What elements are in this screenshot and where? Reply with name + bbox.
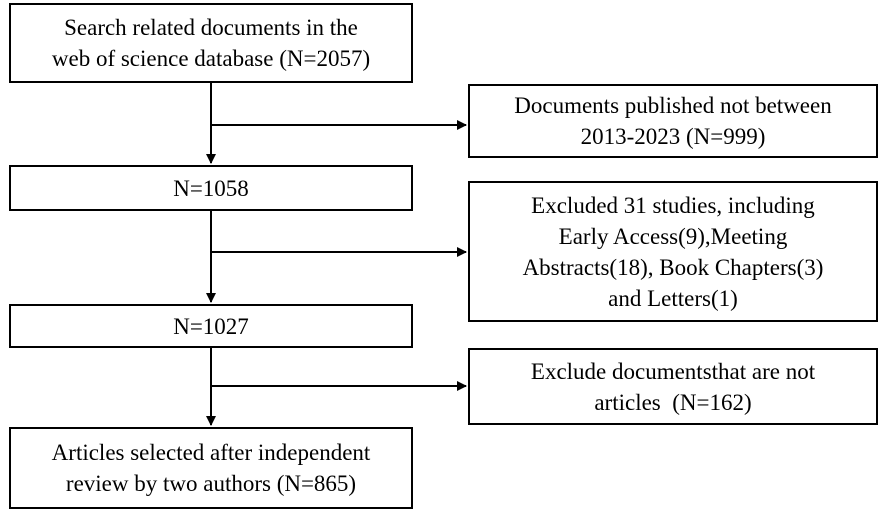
exclusion-document-types-line-2: Early Access(9),Meeting xyxy=(558,223,788,249)
exclusion-non-articles-line-1: Exclude documentsthat are not xyxy=(530,358,816,384)
exclusion-date-range: Documents published not between 2013-202… xyxy=(468,84,878,158)
step-search-documents: Search related documents in the web of s… xyxy=(9,3,413,83)
exclusion-document-types-line-3: Abstracts(18), Book Chapters(3) xyxy=(522,254,824,280)
step-after-date-filter-text: N=1058 xyxy=(173,175,249,201)
step-after-type-filter: N=1027 xyxy=(9,304,413,348)
exclusion-document-types-line-1: Excluded 31 studies, including xyxy=(531,192,815,218)
step-final-selection-line-2: review by two authors (N=865) xyxy=(65,471,357,496)
step-search-documents-line-2: web of science database (N=2057) xyxy=(51,46,371,71)
step-after-date-filter: N=1058 xyxy=(9,165,413,211)
exclusion-non-articles-line-2: articles (N=162) xyxy=(594,389,752,415)
exclusion-date-range-line-1: Documents published not between xyxy=(514,93,832,118)
step-search-documents-line-1: Search related documents in the xyxy=(64,15,358,40)
exclusion-non-articles: Exclude documentsthat are not articles (… xyxy=(468,348,878,425)
step-after-type-filter-text: N=1027 xyxy=(173,313,249,339)
exclusion-date-range-line-2: 2013-2023 (N=999) xyxy=(580,124,766,149)
step-final-selection-line-1: Articles selected after independent xyxy=(51,440,371,465)
exclusion-document-types-line-4: and Letters(1) xyxy=(608,285,738,311)
exclusion-document-types: Excluded 31 studies, including Early Acc… xyxy=(468,181,878,322)
step-final-selection: Articles selected after independent revi… xyxy=(9,427,413,509)
